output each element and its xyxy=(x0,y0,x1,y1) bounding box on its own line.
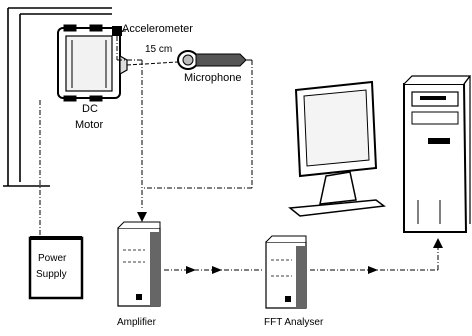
distance-label: 15 cm xyxy=(145,44,173,55)
amplifier-box xyxy=(117,221,161,307)
accelerometer-label: Accelerometer xyxy=(122,23,193,35)
fft-to-computer-signal xyxy=(310,238,443,274)
distance-line xyxy=(126,61,179,66)
accelerometer-sensor xyxy=(112,26,126,36)
dc-motor xyxy=(57,24,128,102)
fft-analyser-box xyxy=(265,235,307,309)
computer-monitor xyxy=(288,80,386,217)
dc-motor-label-line1: DC xyxy=(82,103,98,115)
power-supply xyxy=(28,236,84,300)
sensor-cables xyxy=(116,36,253,210)
dc-motor-label-line2: Motor xyxy=(75,119,104,131)
microphone-label: Microphone xyxy=(184,72,242,84)
microphone xyxy=(177,50,252,70)
computer-tower xyxy=(403,75,472,233)
power-supply-label-line1: Power xyxy=(38,253,67,264)
amplifier-label: Amplifier xyxy=(117,317,156,328)
support-frame xyxy=(3,7,112,187)
power-supply-label-line2: Supply xyxy=(36,269,67,280)
fft-analyser-label: FFT Analyser xyxy=(264,317,324,328)
amp-to-fft-signal xyxy=(164,266,262,274)
amplifier-input-arrow xyxy=(137,212,147,222)
